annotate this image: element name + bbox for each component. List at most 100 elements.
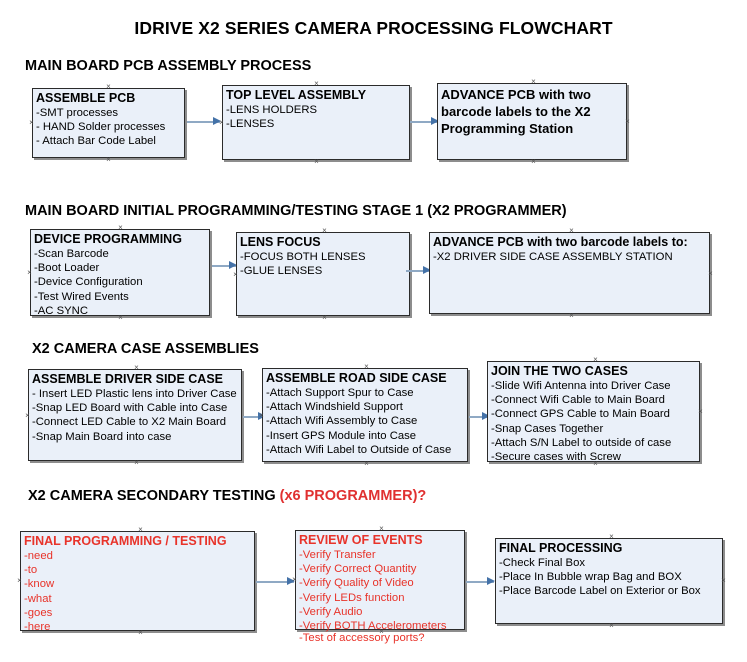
node-line: -Snap LED Board with Cable into Case [32, 402, 228, 415]
resize-handle-bottom[interactable] [105, 156, 112, 163]
node-line: -Attach Support Spur to Case [266, 387, 414, 399]
section-heading-1: MAIN BOARD PCB ASSEMBLY PROCESS [25, 58, 311, 74]
resize-handle-right[interactable] [707, 270, 714, 277]
resize-handle-top[interactable] [133, 364, 140, 371]
connector-shaft [256, 581, 294, 583]
section-heading-3: X2 CAMERA CASE ASSEMBLIES [32, 341, 259, 357]
section-heading-3-text: X2 CAMERA CASE ASSEMBLIES [32, 341, 259, 357]
resize-handle-bottom[interactable] [378, 628, 385, 635]
node-line: -Verify Audio [299, 605, 363, 618]
resize-handle-bottom[interactable] [608, 622, 615, 629]
connector-shaft [410, 121, 438, 123]
resize-handle-top[interactable] [137, 526, 144, 533]
node-join-the-two-cases[interactable]: JOIN THE TWO CASES -Slide Wifi Antenna i… [487, 361, 700, 463]
connector-arrow [410, 117, 439, 126]
resize-handle-bottom[interactable] [313, 158, 320, 165]
node-line: -Slide Wifi Antenna into Driver Case [491, 380, 671, 392]
resize-handle-top[interactable] [313, 80, 320, 87]
node-line: -AC SYNC [34, 304, 88, 317]
resize-handle-left[interactable] [16, 577, 23, 584]
node-title: ADVANCE PCB with two barcode labels to: [433, 235, 688, 249]
resize-handle-bottom[interactable] [363, 460, 370, 467]
node-line: - HAND Solder processes [36, 121, 166, 134]
node-line: -Verify Transfer [299, 549, 376, 561]
node-line: -Test Wired Events [34, 290, 129, 303]
resize-handle-left[interactable] [291, 576, 298, 583]
section-heading-4: X2 CAMERA SECONDARY TESTING (x6 PROGRAMM… [28, 488, 426, 504]
resize-handle-right[interactable] [720, 577, 727, 584]
node-line: -Connect LED Cable to X2 Main Board [32, 416, 227, 429]
node-line: -Place Barcode Label on Exterior or Box [499, 585, 701, 598]
node-line: -Connect GPS Cable to Main Board [491, 408, 670, 421]
resize-handle-right[interactable] [697, 408, 704, 415]
resize-handle-bottom[interactable] [321, 314, 328, 321]
resize-handle-left[interactable] [218, 119, 225, 126]
node-title: DEVICE PROGRAMMING [34, 232, 182, 246]
node-line: -LENSES [226, 118, 275, 131]
resize-handle-left[interactable] [24, 412, 31, 419]
resize-handle-bottom[interactable] [568, 312, 575, 319]
node-lens-focus[interactable]: LENS FOCUS -FOCUS BOTH LENSES -GLUE LENS… [236, 232, 410, 316]
page-title: IDRIVE X2 SERIES CAMERA PROCESSING FLOWC… [134, 18, 613, 38]
node-line: -Snap Cases Together [491, 422, 604, 435]
node-line: -Insert GPS Module into Case [266, 429, 417, 442]
node-line: -Check Final Box [499, 557, 586, 569]
node-device-programming[interactable]: DEVICE PROGRAMMING -Scan Barcode -Boot L… [30, 229, 210, 317]
node-advance-pcb-station[interactable]: ADVANCE PCB with two barcode labels to t… [437, 83, 627, 160]
resize-handle-top[interactable] [105, 83, 112, 90]
node-title: ASSEMBLE PCB [36, 91, 136, 105]
connector-arrow [469, 412, 490, 421]
resize-handle-bottom[interactable] [530, 158, 537, 165]
node-line: -Scan Barcode [34, 248, 109, 260]
resize-handle-bottom[interactable] [117, 314, 124, 321]
resize-handle-left[interactable] [232, 271, 239, 278]
arrow-head-icon [487, 577, 495, 585]
connector-shaft [469, 416, 489, 418]
node-line: -Boot Loader [34, 262, 100, 275]
resize-handle-bottom[interactable] [133, 459, 140, 466]
node-line: -what [24, 592, 52, 605]
connector-arrow [466, 577, 495, 586]
resize-handle-left[interactable] [28, 119, 35, 126]
node-assemble-road-side-case[interactable]: ASSEMBLE ROAD SIDE CASE -Attach Support … [262, 368, 468, 462]
node-assemble-pcb[interactable]: ASSEMBLE PCB -SMT processes - HAND Solde… [32, 88, 185, 158]
resize-handle-top[interactable] [592, 356, 599, 363]
node-review-of-events[interactable]: REVIEW OF EVENTS -Verify Transfer -Verif… [295, 530, 465, 644]
resize-handle-left[interactable] [26, 269, 33, 276]
resize-handle-top[interactable] [378, 525, 385, 532]
node-line: -need [24, 550, 53, 562]
node-advance-pcb-driver-case[interactable]: ADVANCE PCB with two barcode labels to: … [429, 232, 710, 314]
resize-handle-top[interactable] [117, 224, 124, 231]
node-line: -LENS HOLDERS [226, 104, 318, 116]
node-top-level-assembly[interactable]: TOP LEVEL ASSEMBLY -LENS HOLDERS -LENSES [222, 85, 410, 160]
section-heading-4-text: X2 CAMERA SECONDARY TESTING [28, 488, 280, 504]
section-heading-2: MAIN BOARD INITIAL PROGRAMMING/TESTING S… [25, 203, 567, 219]
resize-handle-top[interactable] [530, 78, 537, 85]
node-line: -Verify BOTH Accelerometers [299, 620, 447, 633]
node-line: -here [24, 621, 51, 634]
connector-arrow [187, 117, 221, 126]
section-heading-1-text: MAIN BOARD PCB ASSEMBLY PROCESS [25, 58, 312, 74]
node-title: TOP LEVEL ASSEMBLY [226, 88, 367, 102]
resize-handle-bottom[interactable] [137, 629, 144, 636]
node-title: REVIEW OF EVENTS [299, 533, 423, 547]
node-final-programming-testing[interactable]: FINAL PROGRAMMING / TESTING -need -to -k… [20, 531, 255, 634]
node-line: -know [24, 578, 55, 591]
node-line: - Insert LED Plastic lens into Driver Ca… [32, 388, 237, 400]
resize-handle-top[interactable] [568, 227, 575, 234]
connector-arrow [256, 577, 295, 586]
resize-handle-top[interactable] [608, 533, 615, 540]
section-heading-2-text: MAIN BOARD INITIAL PROGRAMMING/TESTING S… [25, 203, 567, 219]
node-title: FINAL PROCESSING [499, 541, 623, 555]
node-title: JOIN THE TWO CASES [491, 364, 628, 378]
node-title: ASSEMBLE DRIVER SIDE CASE [32, 372, 224, 386]
node-final-processing[interactable]: FINAL PROCESSING -Check Final Box -Place… [495, 538, 723, 624]
resize-handle-bottom[interactable] [592, 460, 599, 467]
node-line: -FOCUS BOTH LENSES [240, 251, 366, 263]
resize-handle-top[interactable] [363, 363, 370, 370]
resize-handle-right[interactable] [624, 118, 631, 125]
resize-handle-left[interactable] [258, 412, 265, 419]
resize-handle-top[interactable] [321, 227, 328, 234]
node-assemble-driver-side-case[interactable]: ASSEMBLE DRIVER SIDE CASE - Insert LED P… [28, 369, 242, 461]
node-line: -Device Configuration [34, 276, 143, 289]
